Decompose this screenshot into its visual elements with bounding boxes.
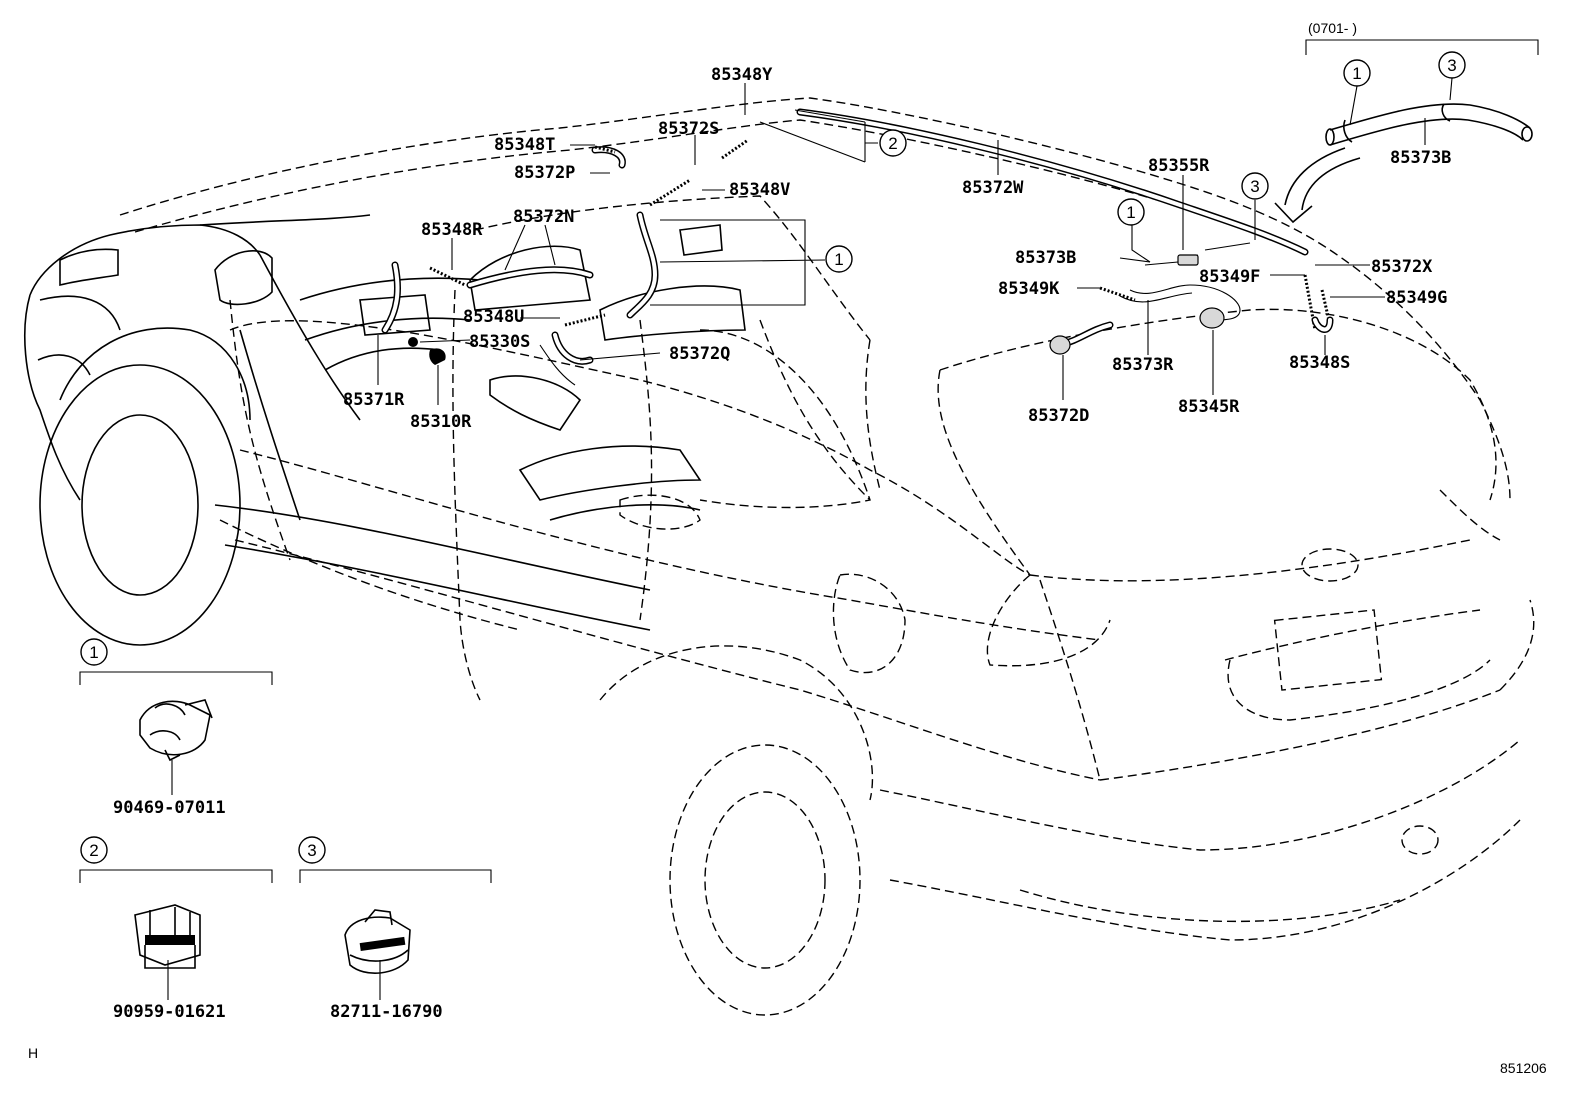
callout-1-clip-text: 1 [89, 643, 98, 662]
label-85349F: 85349F [1199, 267, 1260, 287]
callout-circles: 2 1 1 3 1 3 1 2 3 [80, 51, 1466, 864]
vehicle-outline [119, 97, 1535, 1016]
inset-hose-drawing [1274, 103, 1533, 224]
leader-lines [79, 39, 1539, 1000]
part-labels: 85348Y 85372S 85348T 85372P 85348V 85372… [28, 20, 1547, 1076]
callout-3-inset [1438, 51, 1466, 79]
clip-2-drawing [134, 904, 201, 969]
label-85345R: 85345R [1178, 397, 1240, 417]
label-85373B-main: 85373B [1015, 248, 1076, 268]
grommet-icon [1049, 335, 1071, 355]
label-85372S: 85372S [658, 119, 719, 139]
label-85372P: 85372P [514, 163, 575, 183]
callout-1-clip [80, 638, 108, 666]
label-85348V: 85348V [729, 180, 790, 200]
label-85348R: 85348R [421, 220, 483, 240]
check-valve-icon [1199, 307, 1225, 329]
label-85372X: 85372X [1371, 257, 1433, 277]
label-clip3: 82711-16790 [330, 1002, 443, 1022]
label-85348U: 85348U [463, 307, 524, 327]
callout-1-inset-text: 1 [1352, 64, 1361, 83]
callout-1-main [825, 245, 853, 273]
callout-2-clip [80, 836, 108, 864]
diagram-code: 851206 [1500, 1060, 1547, 1076]
vehicle-front [24, 214, 746, 646]
callout-3-clip [298, 836, 326, 864]
label-85330S: 85330S [469, 332, 530, 352]
washer-hose-routing [381, 108, 1334, 386]
label-85372W: 85372W [962, 178, 1024, 198]
callout-2-main [879, 129, 907, 157]
callout-2-main-text: 2 [888, 134, 897, 153]
clip-3-drawing [344, 909, 411, 975]
callout-3-inset-text: 3 [1447, 56, 1456, 75]
callout-1-rear [1117, 198, 1145, 226]
connector-icon [1177, 254, 1199, 266]
label-85310R: 85310R [410, 412, 472, 432]
callout-3-clip-text: 3 [307, 841, 316, 860]
label-85355R: 85355R [1148, 156, 1210, 176]
callout-2-clip-text: 2 [89, 841, 98, 860]
label-85348Y: 85348Y [711, 65, 773, 85]
label-85348T: 85348T [494, 135, 555, 155]
label-85349K: 85349K [998, 279, 1060, 299]
callout-1-inset [1343, 59, 1371, 87]
label-85372Q: 85372Q [669, 344, 730, 364]
label-clip1: 90469-07011 [113, 798, 226, 818]
inset-range-label: (0701- ) [1308, 20, 1357, 36]
callout-1-rear-text: 1 [1126, 203, 1135, 222]
label-85349G: 85349G [1386, 288, 1447, 308]
callout-3-rear [1241, 172, 1269, 200]
corner-mark: H [28, 1045, 38, 1061]
label-85371R: 85371R [343, 390, 405, 410]
clip-1-drawing [139, 699, 213, 762]
label-85372D: 85372D [1028, 406, 1089, 426]
label-clip2: 90959-01621 [113, 1002, 226, 1022]
label-85348S: 85348S [1289, 353, 1350, 373]
callout-3-rear-text: 3 [1250, 177, 1259, 196]
label-85372N: 85372N [513, 207, 574, 227]
label-85373B-inset: 85373B [1390, 148, 1451, 168]
callout-1-main-text: 1 [834, 250, 843, 269]
label-85373R: 85373R [1112, 355, 1174, 375]
